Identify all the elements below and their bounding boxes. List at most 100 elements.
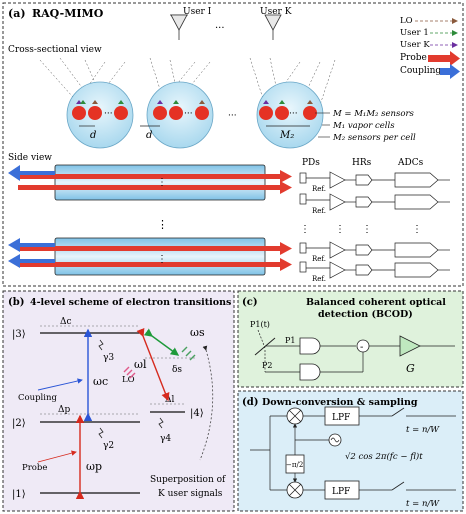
sampler-switch-bottom: [391, 481, 405, 491]
ref-label-1: Ref.: [312, 185, 326, 193]
ref-label-3: Ref.: [312, 255, 326, 263]
sample-time-bottom: t = n/W: [406, 499, 440, 509]
gamma2-label: γ2: [103, 441, 114, 451]
gamma4-label: γ4: [160, 434, 171, 444]
panel-b-label: (b): [8, 297, 24, 308]
receiver-chains: [299, 171, 450, 279]
superposition-line1: Superposition of: [150, 475, 226, 485]
legend-lo-label: LO: [400, 16, 413, 26]
legend-coupling-arrow: [440, 68, 450, 75]
user-first-label: User I: [183, 7, 212, 17]
legend-userk-label: User K: [400, 40, 430, 50]
svg-text:⋮: ⋮: [157, 177, 167, 188]
superposition-arrow: [199, 345, 214, 461]
svg-text:⋮: ⋮: [157, 254, 167, 265]
sensor-dot: [88, 106, 102, 120]
panel-d-label: (d): [242, 397, 258, 408]
dim-m2-label: M₂: [279, 130, 294, 141]
omega-p-label: ωp: [86, 460, 102, 473]
level-3-label: |3⟩: [12, 329, 26, 340]
rx-vdots-4: ⋮: [412, 224, 422, 235]
sensor-dot: [195, 106, 209, 120]
panel-a-title: RAQ-MIMO: [32, 7, 104, 20]
sensor-dot: [275, 106, 289, 120]
sampler-switch-top: [391, 407, 405, 417]
gamma3-label: γ3: [103, 353, 114, 363]
amplifier: [399, 335, 421, 357]
rx-vdots-2: ⋮: [335, 224, 345, 235]
gain-label: G: [406, 362, 415, 375]
ref-label-2: Ref.: [312, 207, 326, 215]
pd-1: [299, 337, 321, 355]
p2-label: P2: [262, 361, 272, 370]
omega-s-label: ωs: [190, 326, 205, 339]
legend-probe-arrow: [428, 55, 450, 62]
side-tube-1: ⋮: [8, 164, 292, 201]
panel-d: (d) Down-conversion & sampling LPF LPF t…: [237, 390, 464, 512]
user-dots: ···: [215, 23, 225, 34]
oscillator-label: √2 cos 2π(fc − fl)t: [345, 451, 423, 462]
annot-sensors: M = M₁M₂ sensors: [332, 109, 415, 119]
pd-2: [299, 363, 321, 381]
level-1-label: |1⟩: [12, 489, 26, 500]
signal-tips: [76, 100, 313, 104]
p1t-label: P1(t): [250, 320, 270, 329]
panel-a-label: (a): [8, 7, 26, 20]
sensor-dot: [169, 106, 183, 120]
phase-shift-label: −π/2: [286, 461, 303, 469]
user-antenna-last: [264, 14, 282, 40]
hrs-label: HRs: [352, 158, 372, 168]
mixer-bottom: [286, 481, 304, 499]
user-antenna-first: [170, 14, 188, 40]
ref-label-4: Ref.: [312, 275, 326, 283]
legend-probe-label: Probe: [400, 53, 427, 63]
mixer-top: [286, 407, 304, 425]
legend-coupling-label: Coupling: [400, 66, 441, 76]
user-last-label: User K: [260, 7, 292, 17]
vapor-cell-3: [256, 81, 324, 149]
rx-vdots-3: ⋮: [362, 224, 372, 235]
pds-label: PDs: [302, 158, 320, 168]
beam-splitter: [254, 337, 276, 356]
sensor-dot: [259, 106, 273, 120]
side-tube-2: ⋮: [8, 237, 292, 276]
sensor-dot: [114, 106, 128, 120]
omega-l-label: ωl: [134, 358, 147, 371]
panel-b-title: 4-level scheme of electron transitions: [30, 297, 231, 308]
delta-c-label: Δc: [60, 317, 72, 327]
panel-b-frame: [2, 290, 235, 512]
panel-c: (c) Balanced coherent optical detection …: [237, 290, 464, 388]
panel-a: (a) RAQ-MIMO User I ··· User K LO User 1…: [2, 2, 464, 287]
vapor-cell-2: [146, 81, 214, 149]
signal-transition: [143, 328, 180, 356]
sensor-dot: [303, 106, 317, 120]
annot-sensors-per-cell: M₂ sensors per cell: [332, 133, 416, 143]
lo-label: LO: [122, 375, 135, 385]
delta-s-label: δs: [172, 365, 182, 375]
legend: LO User 1 User K Probe Coupling: [400, 16, 460, 79]
side-view-label: Side view: [8, 153, 52, 163]
probe-label: Probe: [22, 463, 47, 473]
lpf-top-label: LPF: [332, 413, 350, 423]
dim-d-label-2: d: [146, 130, 152, 141]
panel-b: (b) 4-level scheme of electron transitio…: [2, 290, 235, 512]
rx-vdots-1: ⋮: [300, 224, 310, 235]
sensor-dot: [153, 106, 167, 120]
subtractor-label: -: [360, 342, 363, 353]
vapor-cell-1: [66, 81, 134, 149]
omega-c-label: ωc: [93, 375, 108, 388]
panel-c-title-2: detection (BCOD): [318, 309, 413, 320]
panel-c-label: (c): [242, 297, 258, 308]
panel-c-title-1: Balanced coherent optical: [306, 297, 446, 308]
sensor-dot: [72, 106, 86, 120]
lpf-bottom-label: LPF: [332, 487, 350, 497]
dim-d-label-1: d: [90, 130, 96, 141]
coupling-label: Coupling: [18, 393, 57, 403]
level-2-label: |2⟩: [12, 418, 26, 429]
cell2-dots: ···: [184, 109, 193, 119]
adcs-label: ADCs: [397, 158, 424, 168]
sample-time-top: t = n/W: [406, 425, 440, 435]
annot-vapor-cells: M₁ vapor cells: [332, 121, 395, 131]
panel-d-title: Down-conversion & sampling: [262, 397, 418, 408]
